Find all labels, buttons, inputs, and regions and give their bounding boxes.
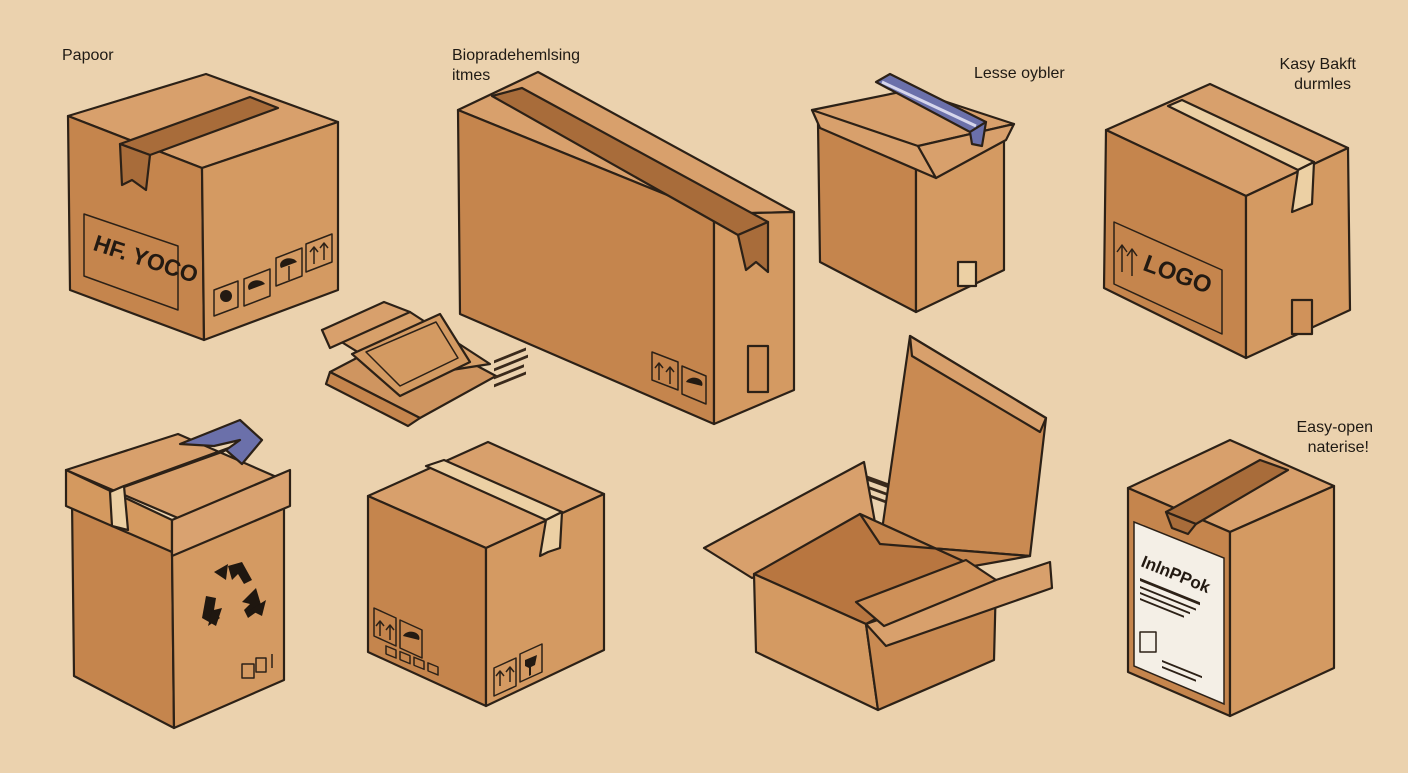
box-recycle (64, 418, 292, 730)
caption-biodegradable-line1: Biopradehemlsing (452, 47, 581, 64)
handling-marks (385, 645, 439, 676)
caption-kasy-bakft-line2: durmles (1294, 76, 1351, 93)
this-way-up-arrows-icon (493, 657, 517, 697)
caption-papoor: Papoor (62, 47, 114, 64)
this-way-up-arrows-icon (373, 607, 397, 647)
fragile-glass-icon (519, 643, 543, 683)
handling-marks (494, 347, 528, 388)
fragile-glass-icon (213, 280, 239, 317)
this-way-up-arrows-icon (651, 351, 679, 391)
caption-biodegradable-line2: itmes (452, 67, 491, 84)
umbrella-keep-dry-icon (399, 619, 423, 659)
caption-lesse-oybler: Lesse oybler (974, 65, 1065, 82)
caption-kasy-bakft-line1: Kasy Bakft (1279, 56, 1356, 73)
umbrella-keep-dry-icon (681, 365, 707, 405)
this-way-up-arrows-icon (1116, 244, 1138, 276)
caption-easy-open-line2: naterise! (1307, 439, 1369, 456)
caption-easy-open-line1: Easy-open (1296, 419, 1374, 436)
paper-pouch (320, 300, 498, 428)
recycle-icon (202, 562, 266, 626)
box-beige-tape (366, 347, 606, 708)
this-way-up-arrows-icon (305, 233, 333, 273)
small-marks-icon (241, 654, 273, 679)
umbrella-keep-dry-icon (243, 268, 271, 307)
box-brand-label: HF. YOCO (66, 72, 340, 342)
box-shipping-label: InlnPPok (1126, 438, 1336, 718)
box-logo: LOGO (1102, 82, 1352, 360)
box-long-flat (456, 70, 796, 426)
box-open (702, 334, 1054, 712)
box-blue-tape (810, 72, 1016, 510)
umbrella-keep-dry-icon (275, 247, 303, 287)
shipping-label: InlnPPok (1133, 520, 1225, 706)
